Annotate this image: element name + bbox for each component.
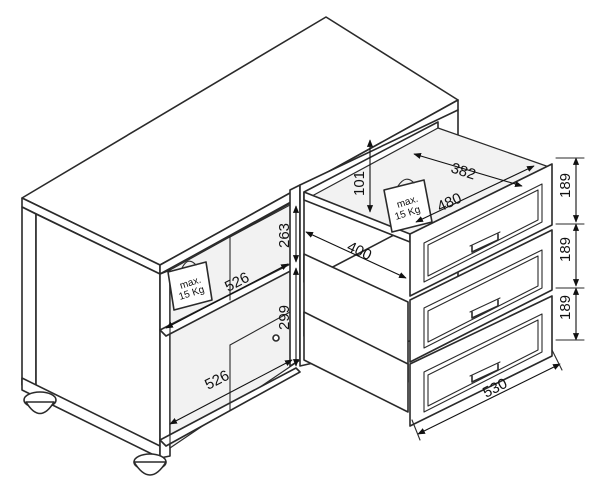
cabinet-left-side — [21, 206, 37, 393]
foot-left-base — [25, 401, 55, 415]
foot-right-base — [133, 461, 167, 476]
dim-line-shelf-top — [165, 263, 289, 329]
shelf-knob — [272, 334, 280, 342]
dim-line-drawer-depth — [415, 165, 535, 223]
dim-line-drawer-side — [305, 231, 407, 279]
middle-drawer-handle — [471, 299, 499, 319]
bottom-drawer-left-side — [303, 311, 409, 413]
dim-line-total-depth — [417, 363, 561, 435]
feet — [23, 391, 167, 476]
center-divider — [289, 184, 301, 367]
dimension-lines — [165, 139, 585, 441]
label-front-3: 189 — [557, 295, 574, 320]
shelf-right-divider — [159, 269, 171, 459]
label-lower-height: 299 — [276, 305, 293, 330]
label-upper-height: 263 — [276, 223, 293, 248]
middle-drawer-front-panel-inner — [427, 255, 539, 343]
label-drawer-width: 382 — [449, 160, 478, 184]
middle-drawer-front-panel — [423, 249, 543, 349]
label-front-1: 189 — [557, 173, 574, 198]
middle-drawer — [303, 229, 553, 383]
dim-line-shelf-bottom — [169, 359, 293, 425]
label-drawer-height: 101 — [351, 171, 368, 196]
label-front-2: 189 — [557, 237, 574, 262]
top-drawer-handle — [471, 233, 499, 253]
